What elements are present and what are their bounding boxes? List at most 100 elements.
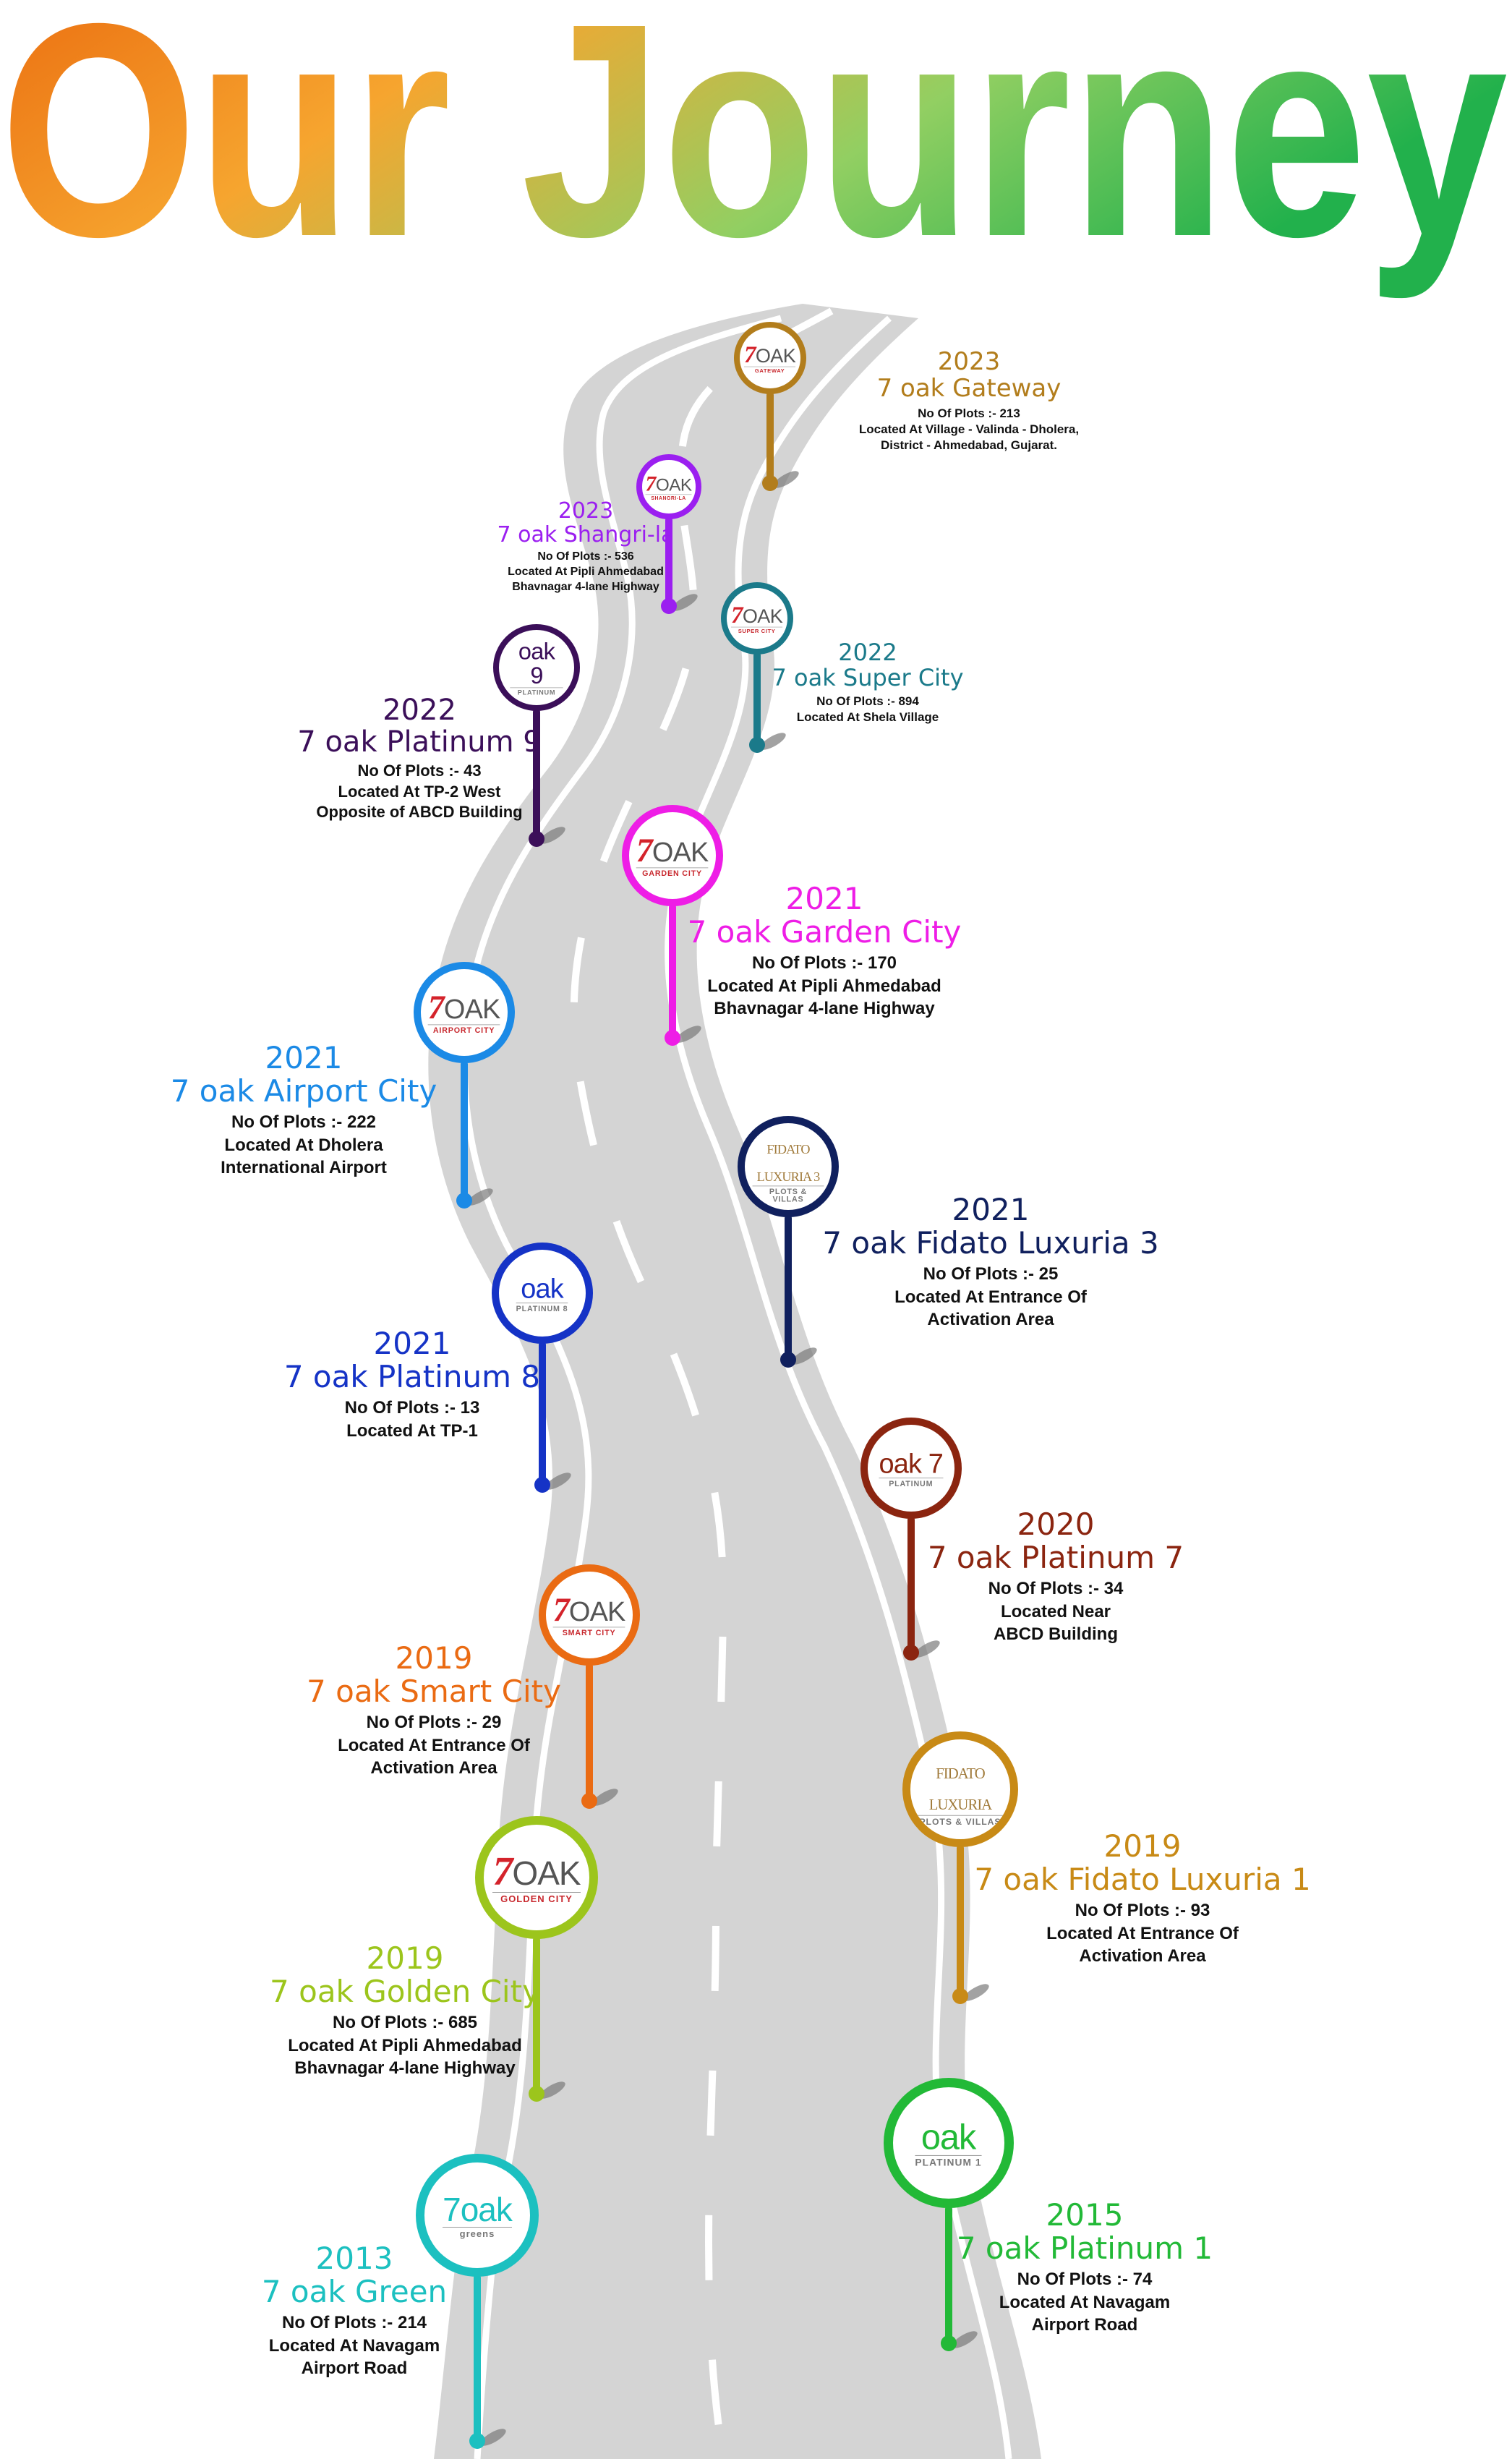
milestone-name: 7 oak Airport City (170, 1073, 437, 1109)
logo-wordmark: 7OAK (744, 341, 796, 368)
plot-count: No Of Plots :- 43 (357, 762, 482, 780)
logo-seven: 7 (636, 832, 653, 869)
logo-subtitle: PLOTS & VILLAS (752, 1185, 824, 1203)
location-line: Located Near (1000, 1601, 1111, 1621)
pin-foot (529, 2086, 544, 2102)
logo-subtitle: GATEWAY (744, 366, 796, 373)
location-line: Bhavnagar 4-lane Highway (714, 998, 935, 1018)
pin-stick (539, 1341, 546, 1485)
logo-wordmark: FIDATO LUXURIA 3 (753, 1130, 824, 1185)
logo-oak: oak (521, 1272, 564, 1304)
road-surface (428, 304, 1041, 2459)
location-line: Located At Entrance Of (1046, 1923, 1239, 1943)
logo-oak: OAK (656, 474, 693, 495)
logo-subtitle: PLATINUM (879, 1477, 944, 1487)
location-line: International Airport (221, 1157, 387, 1177)
logo-wordmark: 7OAK (553, 1593, 626, 1627)
plot-count: No Of Plots :- 894 (816, 694, 919, 709)
logo-subtitle: AIRPORT CITY (428, 1024, 500, 1034)
milestone-name: 7 oak Platinum 1 (956, 2230, 1213, 2267)
plot-count: No Of Plots :- 25 (923, 1264, 1059, 1284)
pin-foot (665, 1030, 680, 1046)
location-line: Activation Area (927, 1309, 1054, 1329)
milestone-year: 2022 (838, 639, 897, 666)
location-line: Located At Entrance Of (894, 1287, 1087, 1307)
milestone-year: 2021 (952, 1192, 1030, 1227)
logo-oak: oak 9 (518, 638, 555, 689)
logo-subtitle: greens (443, 2226, 512, 2238)
logo-wordmark: 7OAK (636, 834, 709, 867)
logo-wordmark: oak 7 (879, 1449, 944, 1478)
milestone-year: 2019 (1103, 1828, 1182, 1864)
logo-oak: FIDATO LUXURIA 3 (756, 1141, 821, 1184)
pin-foot (903, 1645, 919, 1661)
logo-subtitle: SUPER CITY (731, 626, 783, 634)
milestone-year: 2015 (1046, 2197, 1124, 2233)
road-center-dashes (570, 307, 834, 2459)
logo-seven: 7 (744, 341, 756, 368)
logo-wordmark: oak (915, 2119, 982, 2155)
milestone-name: 7 oak Fidato Luxuria 1 (974, 1862, 1311, 1898)
winding-road (428, 304, 1041, 2459)
logo-seven: 7 (731, 602, 743, 628)
milestone-year: 2023 (937, 347, 1001, 376)
plot-count: No Of Plots :- 93 (1075, 1901, 1210, 1921)
milestone-year: 2022 (383, 694, 456, 727)
location-line: Airport Road (1031, 2314, 1138, 2335)
location-line: Located At Navagam (999, 2292, 1171, 2312)
pin-stick (957, 1844, 964, 1996)
milestone-year: 2019 (395, 1640, 473, 1676)
plot-count: No Of Plots :- 222 (231, 1112, 377, 1133)
pin-foot (456, 1193, 472, 1209)
milestone-year: 2020 (1017, 1506, 1095, 1542)
pin-stick (669, 903, 676, 1038)
logo-oak: oak 7 (879, 1447, 944, 1479)
location-line: Bhavnagar 4-lane Highway (294, 2058, 516, 2078)
milestone-year: 2023 (558, 498, 614, 524)
plot-count: No Of Plots :- 13 (344, 1398, 480, 1418)
logo-oak: OAK (652, 836, 709, 868)
location-line: Located At Entrance Of (338, 1735, 530, 1755)
location-line: Located At Dholera (224, 1135, 383, 1155)
logo-subtitle: PLOTS & VILLAS (913, 1815, 1007, 1826)
plot-count: No Of Plots :- 74 (1017, 2270, 1153, 2290)
milestone-name: 7 oak Smart City (307, 1674, 561, 1710)
pin-stick (474, 2274, 481, 2441)
pin-foot (661, 598, 677, 614)
pin-stick (907, 1516, 915, 1653)
road-edge-left (461, 315, 782, 2459)
plot-count: No Of Plots :- 536 (537, 550, 634, 563)
milestone-name: 7 oak Platinum 8 (283, 1359, 541, 1395)
